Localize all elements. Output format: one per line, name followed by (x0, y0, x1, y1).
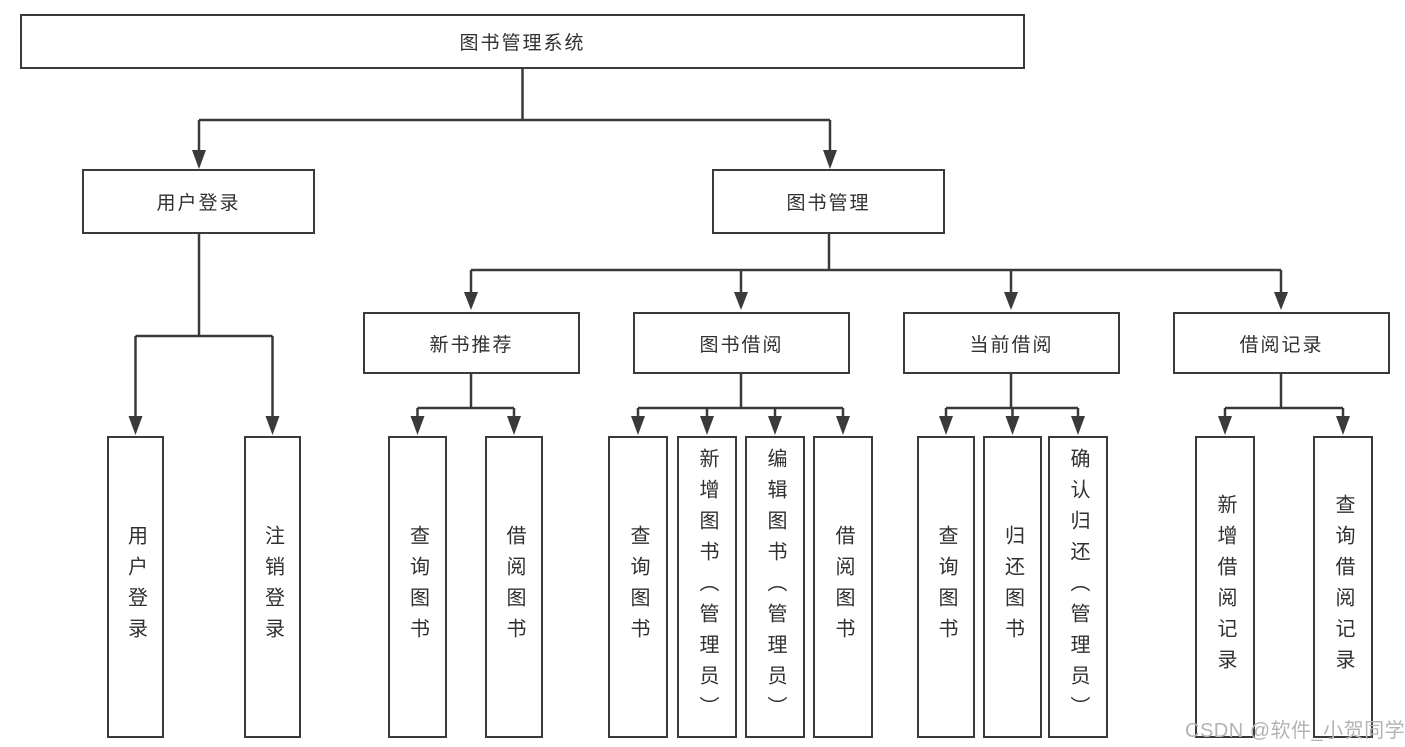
node-label: 归还图书 (1001, 525, 1024, 649)
node-label: 注销登录 (261, 525, 284, 649)
node-label: 查询图书 (627, 525, 649, 649)
node-label: 当前借阅 (969, 334, 1054, 356)
leaf-query-books-current: 查询图书 (917, 436, 975, 738)
node-new-book-recommend: 新书推荐 (363, 312, 580, 374)
leaf-confirm-return-admin: 确认归还（管理员） (1048, 436, 1108, 738)
node-label: 新增图书（管理员） (696, 447, 718, 727)
leaf-user-login: 用户登录 (107, 436, 164, 738)
node-label: 图书管理 (786, 193, 871, 214)
node-label: 确认归还（管理员） (1067, 447, 1089, 727)
node-label: 借阅图书 (503, 525, 525, 649)
node-label: 用户登录 (124, 525, 147, 649)
leaf-edit-books-admin: 编辑图书（管理员） (745, 436, 805, 738)
leaf-add-books-admin: 新增图书（管理员） (677, 436, 737, 738)
leaf-borrow-books-recommend: 借阅图书 (485, 436, 543, 738)
node-borrow-records: 借阅记录 (1173, 312, 1390, 374)
node-label: 用户登录 (156, 193, 241, 214)
node-user-login: 用户登录 (82, 169, 315, 234)
node-label: 借阅记录 (1239, 334, 1324, 356)
node-label: 借阅图书 (832, 525, 854, 649)
leaf-query-books-recommend: 查询图书 (388, 436, 447, 738)
node-label: 新书推荐 (429, 334, 514, 356)
leaf-query-borrow-record: 查询借阅记录 (1313, 436, 1373, 738)
leaf-return-books: 归还图书 (983, 436, 1042, 738)
node-label: 查询借阅记录 (1332, 494, 1354, 680)
node-label: 新增借阅记录 (1214, 494, 1236, 680)
leaf-query-books-borrow: 查询图书 (608, 436, 668, 738)
node-label: 图书管理系统 (459, 33, 586, 54)
node-label: 查询图书 (935, 525, 957, 649)
node-book-borrow: 图书借阅 (633, 312, 850, 374)
csdn-watermark: CSDN @软件_小贺同学 (1185, 720, 1405, 742)
leaf-borrow-books: 借阅图书 (813, 436, 873, 738)
node-current-borrow: 当前借阅 (903, 312, 1120, 374)
node-label: 查询图书 (406, 525, 429, 649)
node-book-management: 图书管理 (712, 169, 945, 234)
leaf-logout: 注销登录 (244, 436, 301, 738)
node-root-system: 图书管理系统 (20, 14, 1025, 69)
leaf-add-borrow-record: 新增借阅记录 (1195, 436, 1255, 738)
node-label: 编辑图书（管理员） (764, 447, 786, 727)
node-label: 图书借阅 (699, 334, 784, 356)
